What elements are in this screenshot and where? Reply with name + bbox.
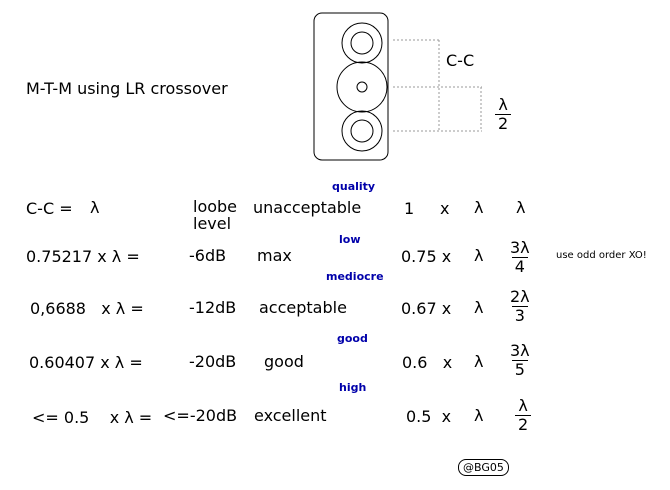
cc-equals: C-C = xyxy=(26,199,73,218)
header-lambda-3: λ xyxy=(516,198,526,217)
lambda-row-3: λ xyxy=(474,352,484,371)
quality-word-row-1: low xyxy=(339,233,361,246)
factor-row-3: 0.6 x xyxy=(402,353,453,372)
lambda-row-2: λ xyxy=(474,298,484,317)
speaker-cabinet xyxy=(313,12,389,161)
quality-heading: quality xyxy=(332,180,376,193)
fraction-numerator: 3λ xyxy=(510,238,530,257)
fraction-denominator: 5 xyxy=(511,360,528,378)
note-row-1: use odd order XO! xyxy=(556,250,647,261)
fraction-denominator: 4 xyxy=(511,257,528,275)
lhs-row-3: 0.60407 x λ = xyxy=(29,353,143,372)
quality-row-4: excellent xyxy=(254,406,327,425)
lambda-row-4: λ xyxy=(474,406,484,425)
level-row-4: <=-20dB xyxy=(163,406,238,425)
lambda-symbol: λ xyxy=(90,198,100,217)
fraction-denominator: 2 xyxy=(515,415,532,433)
fraction-numerator: λ xyxy=(518,396,528,415)
fraction-denominator: 3 xyxy=(511,306,528,324)
page-title: M-T-M using LR crossover xyxy=(26,79,228,98)
lobe-label-line2: level xyxy=(193,214,232,233)
fraction-row-3: 3λ 5 xyxy=(508,343,532,378)
half-lambda-fraction: λ 2 xyxy=(495,95,512,132)
lhs-row-4: <= 0.5 x λ = xyxy=(32,408,153,427)
quality-row-2: acceptable xyxy=(259,298,347,317)
tweeter-bottom-outer xyxy=(341,110,383,152)
level-row-3: -20dB xyxy=(189,352,237,371)
lhs-row-2: 0,6688 x λ = xyxy=(30,299,144,318)
quality-row-3: good xyxy=(264,352,304,371)
quality-word-row-2: mediocre xyxy=(326,270,384,283)
header-factor: 1 xyxy=(404,199,415,218)
factor-row-4: 0.5 x xyxy=(406,407,452,426)
fraction-numerator: 3λ xyxy=(510,341,530,360)
header-lambda-2: λ xyxy=(474,198,484,217)
factor-row-2: 0.67 x xyxy=(401,299,452,318)
lobe-label-line1: loobe xyxy=(193,197,238,216)
quality-row-1: max xyxy=(257,246,292,265)
lhs-row-1: 0.75217 x λ = xyxy=(26,247,140,266)
fraction-row-1: 3λ 4 xyxy=(508,240,532,275)
quality-value: unacceptable xyxy=(253,198,362,217)
credit-badge: @BG05 xyxy=(458,459,509,476)
level-row-2: -12dB xyxy=(189,298,237,317)
woofer-outer xyxy=(336,61,388,113)
fraction-denominator: 2 xyxy=(495,114,512,132)
quality-word-row-3: good xyxy=(337,332,368,345)
cc-dimension-label: C-C xyxy=(446,51,475,70)
woofer-center xyxy=(356,81,368,93)
header-times: x xyxy=(440,199,450,218)
fraction-numerator: λ xyxy=(498,95,508,114)
lambda-row-1: λ xyxy=(474,246,484,265)
tweeter-top-outer xyxy=(341,22,383,64)
factor-row-1: 0.75 x xyxy=(401,247,452,266)
fraction-row-4: λ 2 xyxy=(515,396,532,433)
quality-word-row-4: high xyxy=(339,381,367,394)
tweeter-bottom-inner xyxy=(350,119,374,143)
level-row-1: -6dB xyxy=(189,246,227,265)
tweeter-top-inner xyxy=(350,31,374,55)
fraction-numerator: 2λ xyxy=(510,287,530,306)
fraction-row-2: 2λ 3 xyxy=(508,289,532,324)
